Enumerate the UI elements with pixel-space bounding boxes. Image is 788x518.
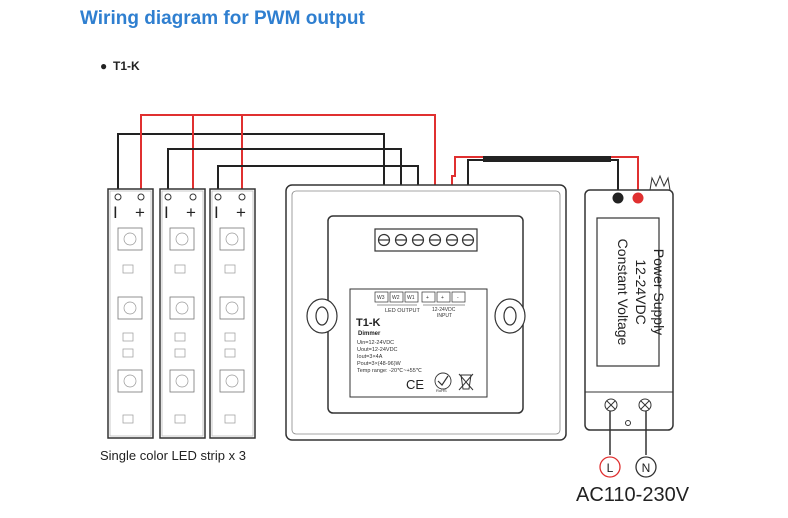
psu-voltage: 12-24VDC <box>633 259 649 324</box>
resistor <box>224 264 236 274</box>
spec-uin: Uin=12-24VDC <box>357 340 394 346</box>
terminal-label-plus1 <box>421 291 436 303</box>
rohs-icon <box>434 372 452 390</box>
terminal-screws <box>377 233 475 247</box>
mains-n-terminal <box>635 456 657 478</box>
terminal-text-plus1: + <box>426 295 429 301</box>
power-supply: Power Supply 12-24VDC Constant Voltage <box>584 174 674 431</box>
led-chip <box>169 227 195 251</box>
weee-bin-icon <box>458 373 474 391</box>
terminal-label-w1 <box>404 291 419 303</box>
led-chip <box>169 369 195 393</box>
resistor <box>122 414 134 424</box>
resistor <box>174 264 186 274</box>
terminal-label-plus2 <box>436 291 451 303</box>
terminal-text-plus2: + <box>441 295 444 301</box>
psu-ac-terminals <box>604 398 652 412</box>
psu-label-panel <box>596 217 660 367</box>
negative-label: I <box>164 203 169 222</box>
rohs-label: RoHS <box>436 388 447 393</box>
pad-positive <box>137 193 145 201</box>
led-strip-1: I + <box>107 188 154 439</box>
mains-l-terminal <box>599 456 621 478</box>
pad-positive <box>189 193 197 201</box>
resistor <box>224 414 236 424</box>
dimmer: W3 W2 W1 + + - LED OUTPUT 12-24VDC INPUT… <box>285 184 567 441</box>
psu-title: Power Supply <box>651 249 667 335</box>
diagram-title: Wiring diagram for PWM output <box>80 8 365 29</box>
spec-pout: Pout=3×(48-96)W <box>357 361 402 367</box>
led-strip-caption: Single color LED strip x 3 <box>100 448 246 463</box>
led-chip <box>219 369 245 393</box>
resistor <box>224 348 236 358</box>
led-chip <box>169 296 195 320</box>
psu-output-positive <box>632 192 644 204</box>
psu-output-negative <box>612 192 624 204</box>
resistor <box>174 332 186 342</box>
negative-label: I <box>214 203 219 222</box>
positive-label: + <box>236 203 246 222</box>
pad-negative <box>164 193 172 201</box>
resistor <box>122 332 134 342</box>
mains-voltage: AC110-230V <box>576 484 690 506</box>
spec-uout: Uout=12-24VDC <box>357 347 398 353</box>
terminal-label-minus <box>451 291 466 303</box>
mount-hole-right <box>494 298 526 334</box>
mount-hole-left <box>306 298 338 334</box>
dimmer-label <box>349 288 488 398</box>
mains-n-label: N <box>642 461 651 475</box>
dimmer-subtitle: Dimmer <box>358 331 381 337</box>
led-chip <box>219 296 245 320</box>
psu-cable-entry <box>649 174 671 191</box>
input-label-voltage: 12-24VDC <box>432 307 456 313</box>
pad-negative <box>214 193 222 201</box>
terminal-label-w2 <box>389 291 404 303</box>
terminal-block <box>374 228 478 252</box>
terminal-text-minus: - <box>457 295 459 301</box>
led-chip <box>117 296 143 320</box>
positive-label: + <box>135 203 145 222</box>
spec-temp: Temp range: -20℃~+55℃ <box>357 368 423 374</box>
led-chip <box>117 369 143 393</box>
wire-w3 <box>117 133 385 233</box>
psu-type: Constant Voltage <box>615 239 631 346</box>
positive-label: + <box>186 203 196 222</box>
resistor <box>174 348 186 358</box>
terminal-label-w3 <box>374 291 389 303</box>
pad-positive <box>238 193 246 201</box>
resistor <box>174 414 186 424</box>
negative-label: I <box>113 203 118 222</box>
resistor <box>122 264 134 274</box>
input-label-input: INPUT <box>437 313 452 319</box>
model-label: T1-K <box>113 59 140 73</box>
resistor <box>122 348 134 358</box>
model-bullet: ● <box>100 59 107 73</box>
terminal-text-w2: W2 <box>392 295 400 301</box>
led-chip <box>117 227 143 251</box>
spec-iout: Iout=3×4A <box>357 354 383 360</box>
led-output-label: LED OUTPUT <box>385 308 420 314</box>
ce-mark-icon: CE <box>406 377 424 392</box>
terminal-text-w3: W3 <box>377 295 385 301</box>
pad-negative <box>114 193 122 201</box>
wire-positive-bus <box>140 114 436 233</box>
led-strip-2: I + <box>159 188 206 439</box>
wire-sheath <box>483 156 611 162</box>
led-strip-3: I + <box>209 188 256 439</box>
led-chip <box>219 227 245 251</box>
terminal-text-w1: W1 <box>407 295 415 301</box>
mains-l-label: L <box>607 461 614 475</box>
resistor <box>224 332 236 342</box>
mains-wires <box>609 411 647 455</box>
dimmer-name: T1-K <box>356 317 381 329</box>
